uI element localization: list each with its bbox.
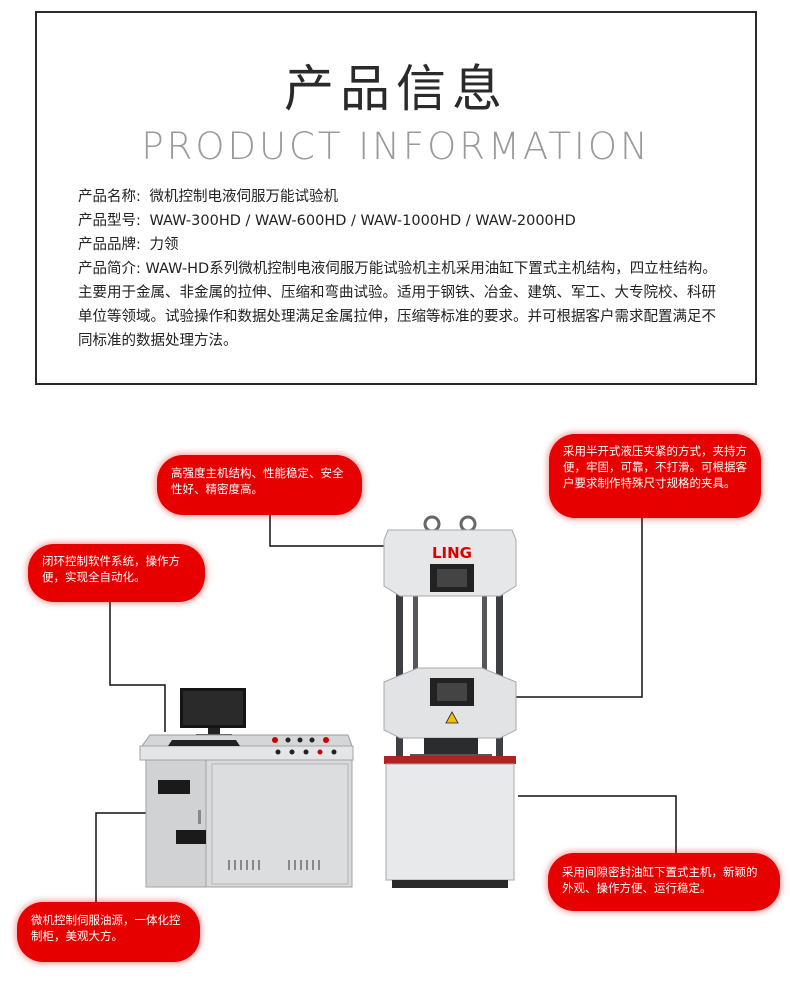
product-info-list: 产品名称: 微机控制电液伺服万能试验机 产品型号: WAW-300HD / WA… (78, 185, 728, 353)
warning-sign-icon (445, 711, 459, 724)
leader-lines (95, 514, 677, 902)
callout-control-software: 闭环控制软件系统，操作方便，实现全自动化。 (28, 544, 205, 602)
product-model-row: 产品型号: WAW-300HD / WAW-600HD / WAW-1000HD… (78, 209, 728, 233)
callout-oil-cylinder: 采用间隙密封油缸下置式主机，新颖的外观、操作方便、运行稳定。 (548, 853, 780, 911)
product-model-value: WAW-300HD / WAW-600HD / WAW-1000HD / WAW… (149, 213, 576, 229)
product-brand-row: 产品品牌: 力领 (78, 233, 728, 257)
section-title-chinese: 产品信息 (284, 60, 508, 118)
product-brand-value: 力领 (149, 237, 179, 253)
product-intro-row: 产品简介: WAW-HD系列微机控制电液伺服万能试验机主机采用油缸下置式主机结构… (78, 257, 728, 353)
callout-control-cabinet: 微机控制伺服油源，一体化控制柜，美观大方。 (17, 902, 200, 962)
testing-machine-photo: LING (0, 400, 790, 991)
product-name-row: 产品名称: 微机控制电液伺服万能试验机 (78, 185, 728, 209)
product-name-value: 微机控制电液伺服万能试验机 (149, 189, 339, 205)
section-title-english: PRODUCT INFORMATION (141, 125, 651, 168)
label-separator: : (136, 261, 141, 277)
brand-logo: LING (432, 544, 472, 562)
testing-machine-illustration: LING (95, 514, 677, 902)
load-frame: LING (383, 515, 517, 888)
label-separator: : (136, 237, 141, 253)
product-model-label: 产品型号 (78, 213, 136, 229)
product-intro-label: 产品简介 (78, 261, 136, 277)
keyboard (168, 740, 240, 746)
control-cabinet (139, 688, 354, 888)
product-name-label: 产品名称 (78, 189, 136, 205)
label-separator: : (136, 189, 141, 205)
control-panel (272, 737, 337, 755)
product-info-box: 产品信息 PRODUCT INFORMATION 产品名称: 微机控制电液伺服万… (35, 11, 757, 385)
product-intro-value: WAW-HD系列微机控制电液伺服万能试验机主机采用油缸下置式主机结构，四立柱结构… (78, 261, 717, 349)
callout-frame-structure: 高强度主机结构、性能稳定、安全性好、精密度高。 (157, 455, 362, 515)
callout-hydraulic-clamp: 采用半开式液压夹紧的方式，夹持方便，牢固，可靠，不打滑。可根据客户要求制作特殊尺… (549, 434, 761, 518)
product-brand-label: 产品品牌 (78, 237, 136, 253)
label-separator: : (136, 213, 141, 229)
